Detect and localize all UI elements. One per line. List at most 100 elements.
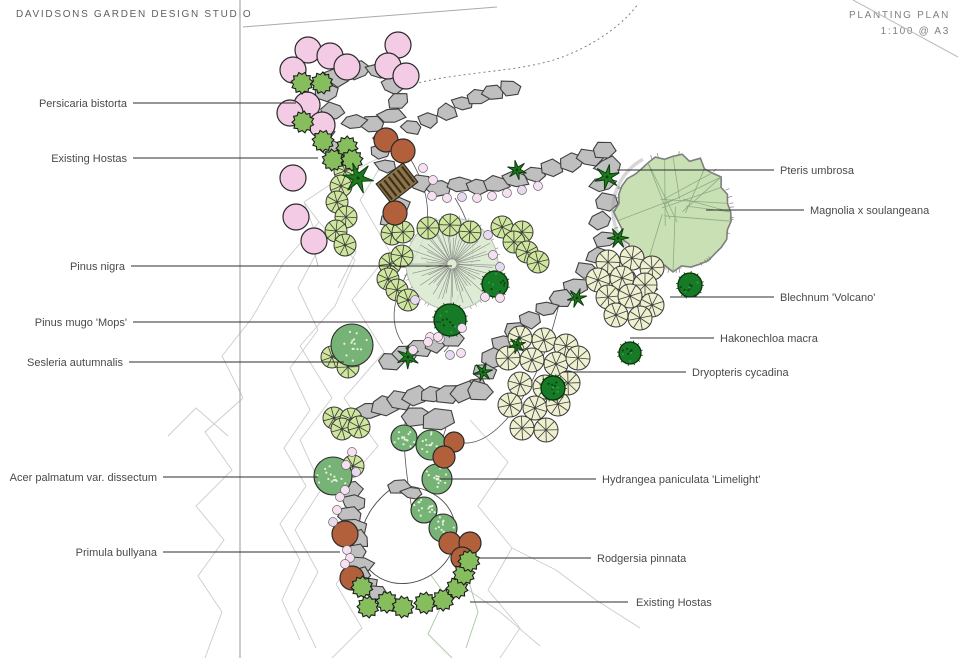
- shrub-texture-dot: [402, 443, 405, 446]
- grass-spoke: [516, 248, 528, 253]
- grass-spoke: [390, 280, 398, 291]
- plant-label: Blechnum 'Volcano': [780, 292, 875, 304]
- grass-spoke: [577, 357, 586, 368]
- grass-spoke: [651, 266, 664, 269]
- magnolia-facet-line: [617, 198, 675, 222]
- grass-spoke: [615, 303, 622, 316]
- grass-spoke: [543, 329, 551, 341]
- magnolia-facet-line: [647, 162, 678, 223]
- evergreen-edge-tick: [455, 334, 458, 337]
- shrub-texture-dot: [413, 503, 416, 507]
- pinus-edge-tick: [404, 274, 408, 276]
- grass-spoke: [545, 429, 555, 439]
- evergreen-edge-tick: [638, 359, 641, 362]
- shrub-texture-dot: [444, 473, 448, 476]
- grass-spoke: [331, 428, 343, 433]
- grass-spoke: [521, 418, 531, 429]
- grass-spoke: [651, 304, 656, 317]
- grass-spoke: [348, 426, 360, 431]
- hosta-symbol: [291, 110, 315, 134]
- grass-spoke: [335, 230, 347, 233]
- primula-dot-symbol: [480, 292, 490, 302]
- grass-spoke: [520, 355, 533, 361]
- grass-spoke: [629, 292, 642, 297]
- grass-spoke: [629, 285, 636, 297]
- pinus-edge-tick: [491, 238, 495, 241]
- pinus-needle-ray: [451, 237, 454, 260]
- grass-spoke: [352, 465, 364, 469]
- grass-spoke: [537, 421, 547, 431]
- grass-spoke: [387, 289, 398, 297]
- evergreen-edge-tick: [481, 289, 484, 292]
- evergreen-texture-dot: [450, 331, 453, 334]
- grass-spoke: [382, 278, 389, 290]
- magnolia-facet-line: [664, 176, 722, 205]
- grass-spoke: [537, 259, 549, 263]
- shrub-texture-dot: [397, 431, 401, 434]
- grass-spoke: [516, 383, 521, 396]
- grass-spoke: [519, 383, 532, 388]
- grass-spoke: [358, 426, 363, 438]
- grass-spoke: [442, 216, 451, 226]
- grass-spoke: [499, 357, 509, 368]
- fern-center: [575, 296, 579, 300]
- grass-spoke: [622, 257, 633, 266]
- shrub-texture-dot: [430, 431, 433, 434]
- grass-spoke: [535, 251, 539, 263]
- grass-spoke: [597, 279, 610, 285]
- grass-spoke: [386, 287, 398, 291]
- grass-spoke: [345, 209, 355, 218]
- hosta-symbol: [321, 148, 345, 172]
- magnolia-edge-tick: [704, 259, 707, 264]
- pinus-needle-ray: [420, 244, 449, 262]
- grass-spoke: [558, 335, 567, 347]
- grass-spoke: [345, 216, 358, 219]
- shrub-texture-dot: [434, 527, 437, 530]
- grass-spoke: [335, 223, 345, 232]
- primula-dot-symbol: [342, 545, 352, 555]
- hosta-symbol: [356, 595, 380, 619]
- shrub-texture-dot: [352, 347, 355, 350]
- shrub-texture-dot: [428, 444, 431, 447]
- evergreen-edge-tick: [458, 304, 461, 308]
- evergreen-edge-tick: [620, 360, 623, 363]
- grass-spoke: [534, 402, 546, 409]
- magnolia-edge-tick: [729, 202, 734, 204]
- grass-spoke: [620, 255, 633, 259]
- shrub-texture-dot: [425, 443, 428, 447]
- grass-spoke: [401, 245, 405, 257]
- grass-spoke: [596, 296, 609, 299]
- shrub-texture-dot: [324, 467, 327, 471]
- shrub-texture-dot: [421, 440, 424, 443]
- pinus-needle-ray: [419, 266, 449, 286]
- grass-spoke: [567, 374, 577, 384]
- grass-spoke: [419, 220, 429, 229]
- pinus-needle-ray: [456, 264, 490, 275]
- grass-spoke: [327, 196, 338, 203]
- grass-spoke: [544, 358, 557, 365]
- hosta-symbol: [340, 148, 364, 172]
- grass-spoke: [520, 359, 533, 366]
- grass-spoke: [586, 275, 599, 281]
- grass-spoke: [420, 227, 429, 237]
- magnolia-edge-tick: [616, 187, 621, 190]
- evergreen-edge-tick: [488, 270, 491, 273]
- grass-spoke: [600, 296, 609, 307]
- grass-spoke: [517, 251, 528, 258]
- grass-spoke: [534, 396, 539, 409]
- grass-spoke: [639, 317, 651, 325]
- grass-spoke: [461, 231, 471, 240]
- shrub-texture-dot: [439, 479, 442, 482]
- grass-spoke: [334, 215, 347, 218]
- grass-spoke: [651, 301, 664, 306]
- grass-spoke: [651, 267, 662, 277]
- shrub-texture-dot: [401, 436, 404, 440]
- pinus-needle-ray: [456, 265, 480, 275]
- pinus-needle-ray: [454, 267, 468, 286]
- grass-spoke: [407, 289, 413, 301]
- primula-dot-symbol: [445, 350, 455, 360]
- existing-tree-sketch: [294, 221, 356, 649]
- stepping-stone: [373, 159, 397, 174]
- grass-spoke: [346, 408, 352, 420]
- grass-spoke: [491, 226, 503, 231]
